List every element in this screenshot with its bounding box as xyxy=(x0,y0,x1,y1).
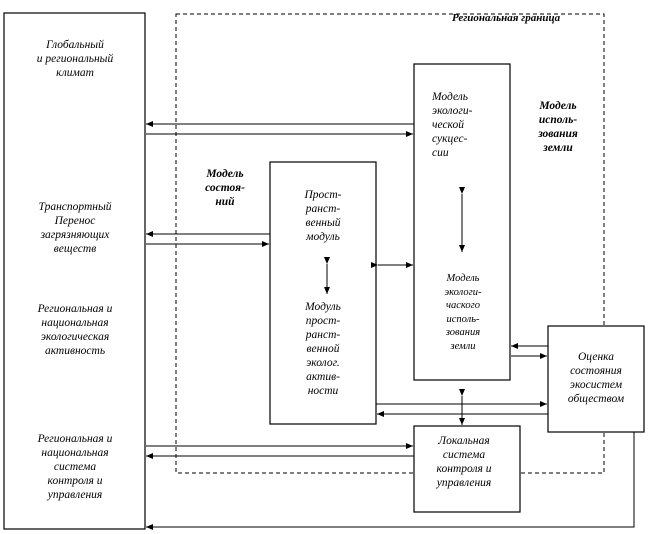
eco-activity-label: Региональная и национальная экологическа… xyxy=(37,303,113,357)
external-factors-box xyxy=(3,12,146,530)
land-use-model-label: Модель исполь- зования земли xyxy=(538,100,578,154)
control-system-label: Региональная и национальная система конт… xyxy=(37,433,113,501)
assessment-label: Оценка состояния экосистем обществом xyxy=(567,351,625,405)
succession-model-top-label: Модель экологи- ческой сукцес- сии xyxy=(432,91,473,159)
local-control-label: Локальная система контроля и управления xyxy=(436,435,492,489)
transport-label: Транспортный Перенос загрязняющих вещест… xyxy=(38,201,112,255)
spatial-module-top-label: Прост- ранст- венный модуль xyxy=(304,189,342,243)
spatial-module-bottom-label: Модуль прост- ранст- венной эколог. акти… xyxy=(305,301,341,397)
regional-boundary xyxy=(175,13,605,474)
succession-model-bottom-label: Модель экологи- чаского исполь- зования … xyxy=(444,273,482,352)
boundary-label: Региональная граница xyxy=(452,12,561,24)
state-model-label: Модель состоя- ний xyxy=(205,168,245,208)
feedback-line xyxy=(146,432,635,530)
local-control-box xyxy=(413,425,521,513)
assessment-box xyxy=(547,325,645,433)
spatial-module-box xyxy=(269,161,377,425)
global-climate-label: Глобальный и региональный климат xyxy=(36,39,114,79)
